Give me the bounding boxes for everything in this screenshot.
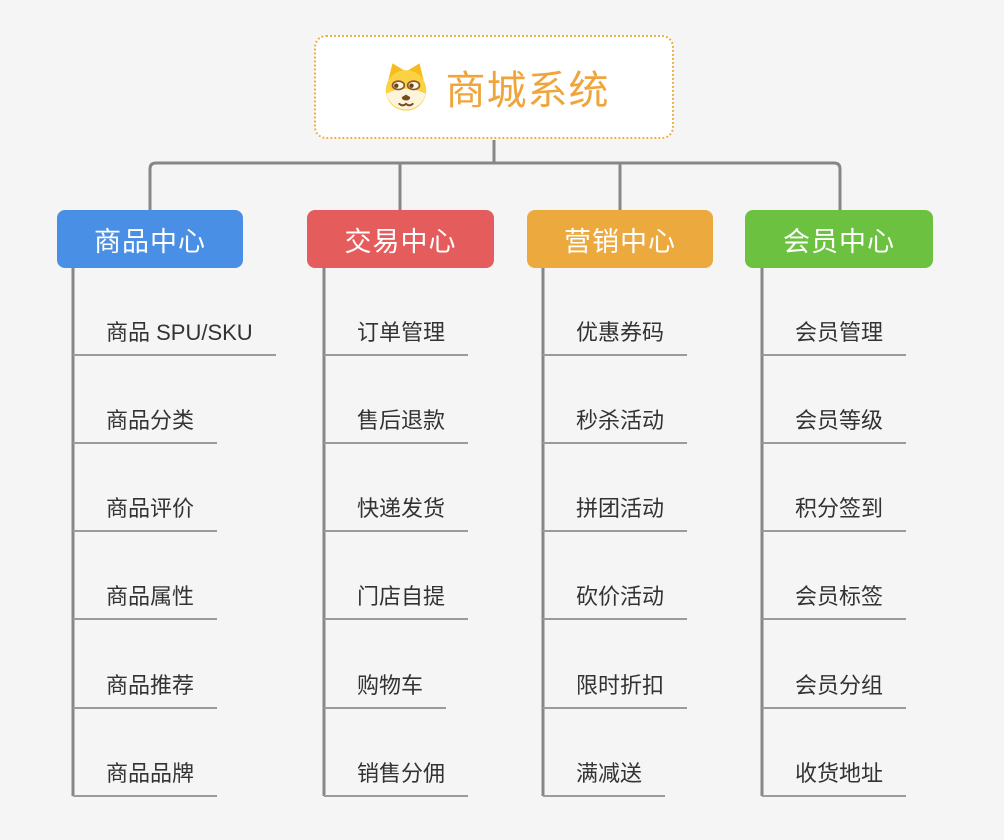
child-topic[interactable]: 销售分佣 — [324, 749, 469, 797]
root-title: 商城系统 — [445, 69, 610, 113]
child-topic[interactable]: 砍价活动 — [543, 572, 688, 620]
child-topic[interactable]: 满减送 — [543, 749, 666, 797]
child-topic[interactable]: 购物车 — [324, 661, 447, 709]
child-topic[interactable]: 商品分类 — [73, 396, 218, 444]
child-topic[interactable]: 商品 SPU/SKU — [73, 308, 276, 356]
trunk-line — [148, 161, 842, 210]
branch-node-marketing-center[interactable]: 营销中心 — [527, 210, 713, 268]
child-topic[interactable]: 门店自提 — [324, 572, 469, 620]
branch-node-trade-center[interactable]: 交易中心 — [307, 210, 494, 268]
child-topic[interactable]: 秒杀活动 — [543, 396, 688, 444]
child-topic[interactable]: 商品评价 — [73, 484, 218, 532]
child-topic[interactable]: 会员标签 — [762, 572, 907, 620]
child-topic[interactable]: 会员分组 — [762, 661, 907, 709]
child-topic[interactable]: 商品推荐 — [73, 661, 218, 709]
child-topic[interactable]: 积分签到 — [762, 484, 907, 532]
child-topic[interactable]: 优惠券码 — [543, 308, 688, 356]
child-topic[interactable]: 商品属性 — [73, 572, 218, 620]
root-node[interactable]: 商城系统 — [314, 35, 674, 139]
child-topic[interactable]: 商品品牌 — [73, 749, 218, 797]
branch-node-member-center[interactable]: 会员中心 — [745, 210, 933, 268]
child-topic[interactable]: 快递发货 — [324, 484, 469, 532]
child-topic[interactable]: 会员管理 — [762, 308, 907, 356]
child-topic[interactable]: 售后退款 — [324, 396, 469, 444]
dog-face-icon — [385, 63, 426, 111]
child-topic[interactable]: 会员等级 — [762, 396, 907, 444]
child-topic[interactable]: 拼团活动 — [543, 484, 688, 532]
child-topic[interactable]: 收货地址 — [762, 749, 907, 797]
child-topic[interactable]: 限时折扣 — [543, 661, 688, 709]
child-topic[interactable]: 订单管理 — [324, 308, 469, 356]
branch-node-product-center[interactable]: 商品中心 — [57, 210, 243, 268]
